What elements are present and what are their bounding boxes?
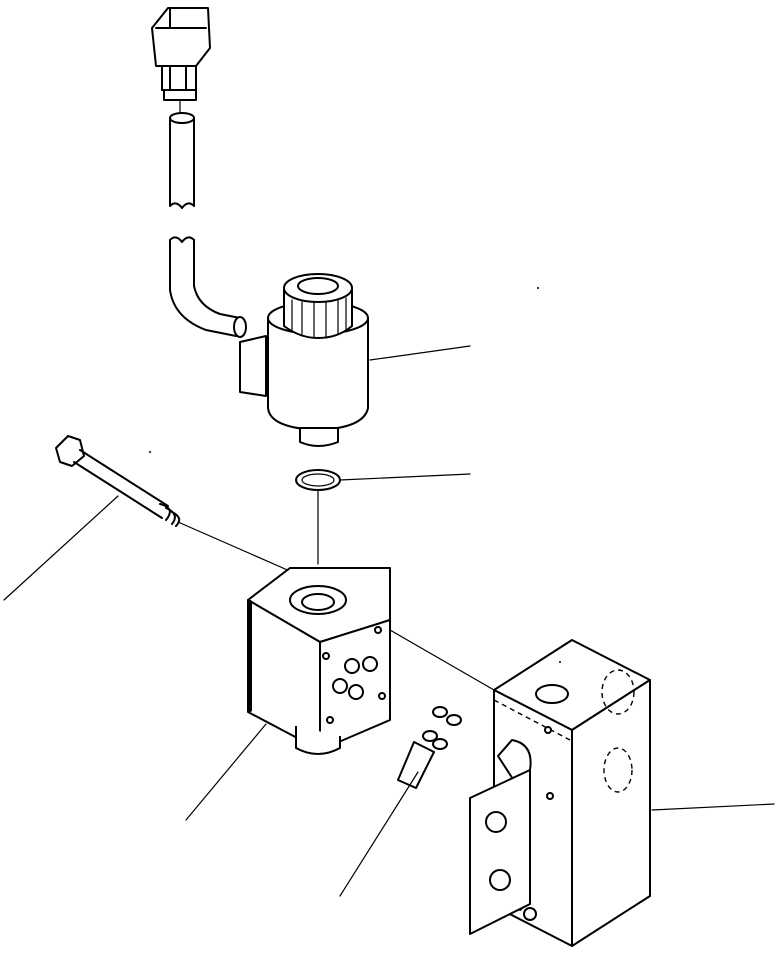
o-ring-set bbox=[397, 706, 462, 789]
bolt bbox=[55, 435, 293, 573]
valve-body bbox=[247, 567, 391, 755]
leader-line-valve-body bbox=[185, 723, 267, 821]
connection-line-valve-to-block bbox=[389, 629, 495, 691]
leader-line-bolt bbox=[3, 495, 119, 601]
electrical-connector bbox=[151, 7, 211, 115]
wire-harness bbox=[169, 112, 247, 338]
leader-line-solenoid bbox=[369, 345, 471, 361]
leader-line-o-ring-set bbox=[339, 771, 419, 897]
o-ring bbox=[295, 469, 341, 565]
leader-line-o-ring bbox=[339, 473, 471, 481]
leader-lines bbox=[3, 345, 775, 897]
leader-line-mounting-block bbox=[651, 803, 775, 811]
solenoid-coil bbox=[239, 273, 369, 447]
mounting-block bbox=[469, 639, 651, 947]
